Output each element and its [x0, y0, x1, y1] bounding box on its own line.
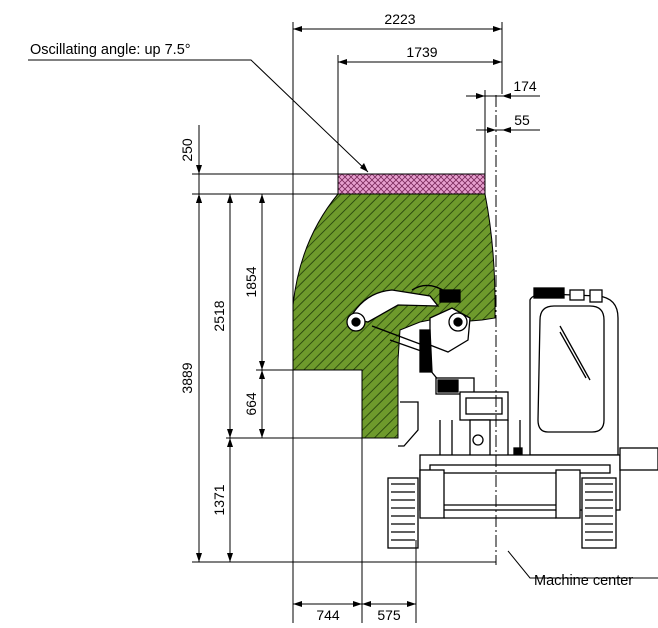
dim-offset-a: 174 [513, 78, 537, 94]
machine-center-label: Machine center [534, 573, 633, 589]
machine-drawing [346, 284, 658, 549]
oscillating-angle-label: Oscillating angle: up 7.5° [30, 42, 191, 58]
dim-left-lower: 664 [243, 392, 259, 416]
dim-bottom-left: 744 [316, 607, 340, 623]
dim-left-mid: 2518 [211, 300, 227, 331]
dim-left-top: 250 [179, 138, 195, 162]
dim-left-upper: 1854 [243, 266, 259, 297]
working-range-area [292, 193, 496, 439]
dimension-arrowheads [196, 26, 511, 607]
dim-bottom-right: 575 [377, 607, 401, 623]
dimension-lines [28, 22, 658, 623]
dim-left-bottom: 1371 [211, 484, 227, 515]
oscillation-band [337, 173, 486, 195]
dim-top-total: 2223 [384, 11, 415, 27]
dim-offset-b: 55 [514, 112, 530, 128]
dim-top-inner: 1739 [406, 44, 437, 60]
dim-left-total: 3889 [179, 362, 195, 393]
